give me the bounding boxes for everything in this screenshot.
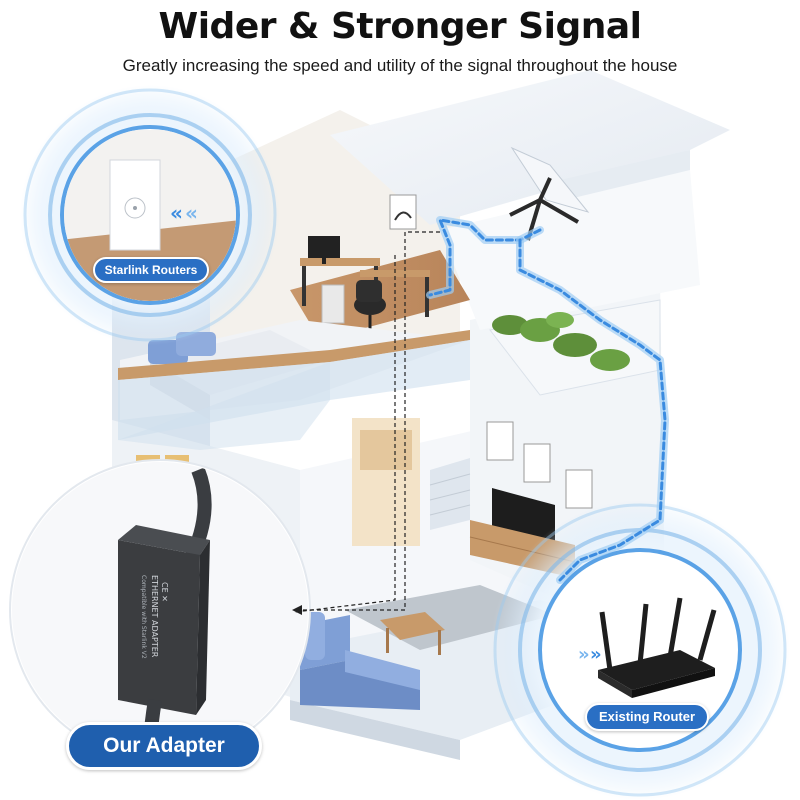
adapter-device — [118, 540, 200, 715]
adapter-inset: ETHERNET ADAPTER Compatible with Starlin… — [9, 459, 311, 761]
roof-slab — [330, 70, 730, 225]
headline: Wider & Stronger Signal — [158, 6, 642, 47]
existing-router-device: » » — [578, 597, 717, 698]
chevron-left-icon: « — [170, 201, 183, 225]
wall-picture — [523, 443, 551, 483]
office-cabinet — [321, 284, 345, 324]
starlink-router-device — [109, 159, 161, 251]
plants — [492, 312, 630, 371]
starlink-routers-badge: Starlink Routers — [93, 257, 209, 283]
coffee-table — [380, 612, 445, 640]
our-adapter-badge: Our Adapter — [66, 722, 262, 770]
office-monitor — [308, 236, 340, 258]
office-desk — [300, 258, 380, 266]
adapter-label-line1: ETHERNET ADAPTER — [150, 575, 159, 658]
stairs — [430, 458, 470, 530]
balcony-rail-wood — [118, 330, 470, 380]
chevron-right-icon: » — [590, 644, 602, 665]
wall-picture — [486, 421, 514, 461]
office-desk-side — [360, 270, 430, 277]
wall-picture — [565, 469, 593, 509]
upper-floor — [118, 194, 470, 450]
sofa — [300, 612, 420, 710]
terrace-ledge — [440, 170, 700, 330]
signal-cable — [426, 216, 669, 584]
chevron-left-icon: « — [185, 201, 198, 225]
satellite-dish — [509, 146, 590, 241]
ce-mark-icon: CE ✕ — [160, 582, 169, 602]
subheadline: Greatly increasing the speed and utility… — [122, 56, 678, 75]
adapter-label-line2: Compatible with Starlink V2 — [140, 575, 147, 659]
ground-platform-edge — [290, 700, 460, 760]
existing-router-badge: Existing Router — [585, 703, 709, 731]
terrace — [489, 146, 661, 396]
chevron-right-icon: » — [578, 644, 590, 665]
connection-dashed-lines — [294, 231, 440, 613]
arrow-left-icon — [292, 605, 302, 615]
